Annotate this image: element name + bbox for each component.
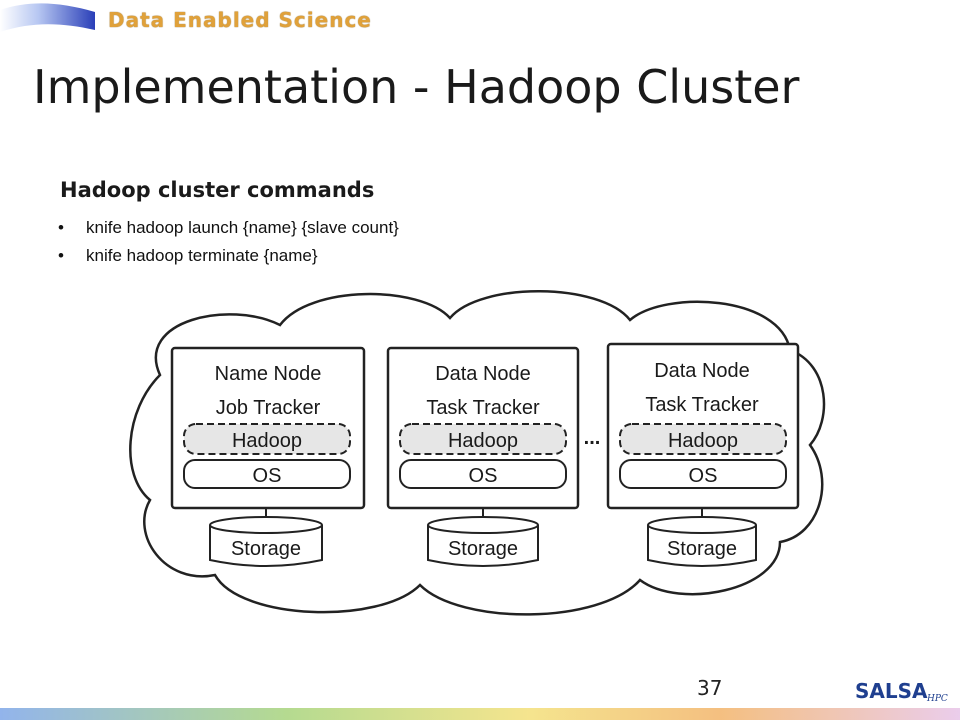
- brand-swoosh-graphic: [0, 3, 95, 32]
- command-text: knife hadoop launch {name} {slave count}: [86, 218, 399, 237]
- os-label: OS: [469, 465, 498, 487]
- command-item: • knife hadoop launch {name} {slave count…: [58, 214, 399, 242]
- os-layer: [619, 459, 787, 489]
- storage-label: Storage: [667, 538, 737, 560]
- hadoop-label: Hadoop: [232, 430, 302, 452]
- hadoop-label: Hadoop: [448, 430, 518, 452]
- storage-cylinder: [427, 516, 539, 567]
- slide-title: Implementation - Hadoop Cluster: [33, 60, 800, 114]
- bullet-icon: •: [58, 218, 64, 237]
- storage-label: Storage: [231, 538, 301, 560]
- storage-cylinder: [647, 516, 757, 567]
- logo-sub-text: HPC: [926, 694, 948, 704]
- storage-cylinder: [209, 516, 323, 567]
- salsa-hpc-logo: SALSA HPC: [855, 679, 948, 704]
- node-role-line2: Task Tracker: [426, 397, 540, 419]
- ellipsis-text: ...: [584, 427, 601, 449]
- command-text: knife hadoop terminate {name}: [86, 246, 318, 265]
- logo-main-text: SALSA: [855, 679, 928, 703]
- os-layer: [183, 459, 351, 489]
- os-layer: [399, 459, 567, 489]
- node-role-line2: Task Tracker: [645, 394, 759, 416]
- brand-logo-text: Data Enabled Science: [108, 8, 372, 32]
- page-number: 37: [697, 676, 723, 700]
- hadoop-layer: [619, 423, 787, 455]
- node-role-line1: Data Node: [435, 363, 531, 385]
- hadoop-label: Hadoop: [668, 430, 738, 452]
- storage-label: Storage: [448, 538, 518, 560]
- node-box-2: Data Node Task Tracker Hadoop OS Storage: [386, 346, 580, 567]
- node-box-1: Name Node Job Tracker Hadoop OS Storage: [170, 346, 366, 567]
- os-label: OS: [253, 465, 282, 487]
- hadoop-cluster-diagram: Name Node Job Tracker Hadoop OS Storage …: [129, 290, 826, 616]
- node-role-line1: Data Node: [654, 360, 750, 382]
- bullet-icon: •: [58, 246, 64, 265]
- bottom-color-bar: [0, 708, 960, 720]
- os-label: OS: [689, 465, 718, 487]
- command-item: • knife hadoop terminate {name}: [58, 242, 399, 270]
- node-role-line2: Job Tracker: [216, 397, 321, 419]
- commands-list: • knife hadoop launch {name} {slave count…: [58, 214, 399, 270]
- node-role-line1: Name Node: [215, 363, 322, 385]
- node-box-3: Data Node Task Tracker Hadoop OS Storage: [606, 342, 800, 567]
- hadoop-layer: [183, 423, 351, 455]
- commands-heading: Hadoop cluster commands: [60, 178, 375, 202]
- hadoop-layer: [399, 423, 567, 455]
